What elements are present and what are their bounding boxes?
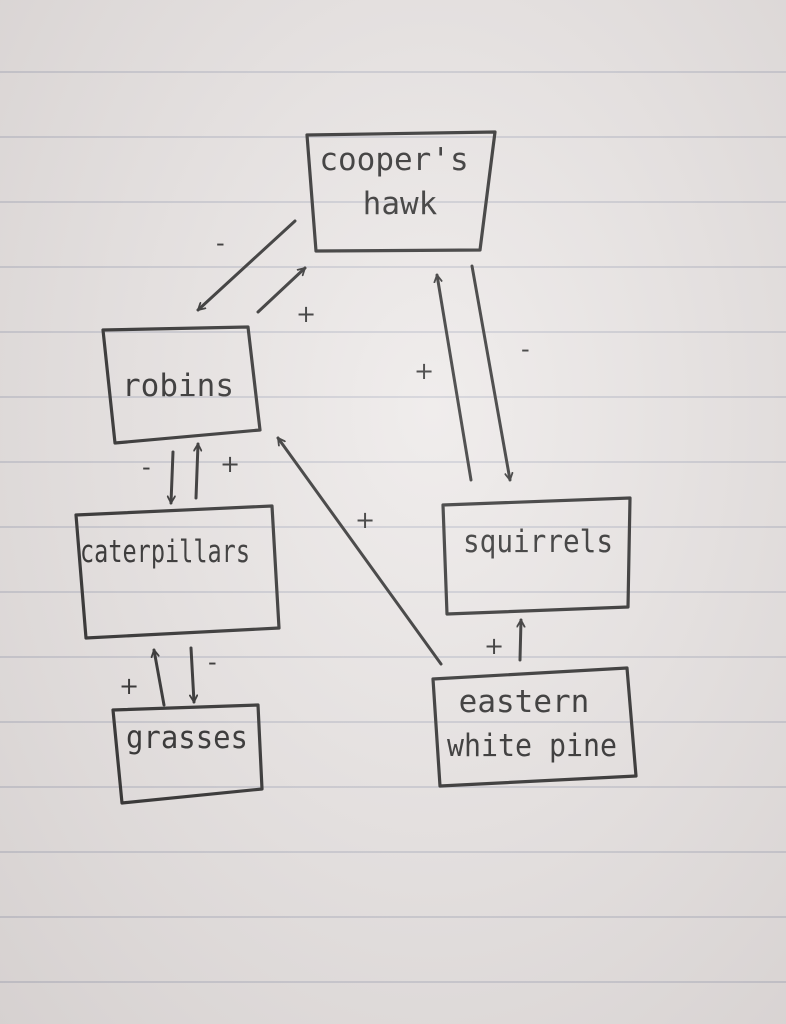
arrow-pine-to-robins (276, 436, 443, 666)
sign-caterpillars-to-robins: + (220, 450, 240, 478)
sign-pine-to-robins: + (355, 506, 375, 534)
arrow-pine-to-squirrels (520, 618, 521, 662)
sign-squirrels-to-hawk: + (414, 357, 434, 385)
sign-hawk-to-squirrels: - (521, 335, 530, 363)
node-eastern-white-pine: eastern white pine (431, 666, 638, 788)
arrow-robins-to-caterpillars (171, 450, 173, 505)
node-coopers-hawk-line1: cooper's (319, 142, 468, 178)
node-caterpillars-label: caterpillars (80, 534, 250, 570)
node-squirrels-label: squirrels (463, 524, 613, 560)
node-grasses: grasses (111, 703, 264, 805)
sign-pine-to-squirrels: + (484, 632, 504, 660)
arrow-hawk-to-squirrels (470, 264, 510, 482)
node-robins: robins (101, 325, 262, 445)
node-squirrels: squirrels (441, 496, 632, 616)
node-robins-label: robins (122, 368, 234, 404)
arrow-hawk-to-robins (196, 219, 297, 312)
node-coopers-hawk-line2: hawk (363, 186, 438, 222)
sign-robins-to-hawk: + (296, 300, 316, 328)
arrow-robins-to-hawk (256, 266, 307, 314)
node-eastern-white-pine-line1: eastern (459, 684, 590, 720)
sign-hawk-to-robins: - (216, 229, 225, 257)
sign-robins-to-caterpillars: - (142, 453, 151, 481)
node-coopers-hawk: cooper's hawk (305, 130, 497, 253)
node-grasses-label: grasses (126, 720, 248, 756)
arrow-squirrels-to-hawk (437, 273, 473, 482)
arrow-caterpillars-to-grasses (191, 646, 194, 704)
arrow-caterpillars-to-robins (196, 442, 198, 500)
arrow-grasses-to-caterpillars (154, 648, 166, 707)
sign-caterpillars-to-grasses: - (208, 648, 217, 676)
node-eastern-white-pine-line2: white pine (447, 728, 617, 764)
node-caterpillars: caterpillars (74, 504, 281, 640)
sign-grasses-to-caterpillars: + (119, 672, 139, 700)
